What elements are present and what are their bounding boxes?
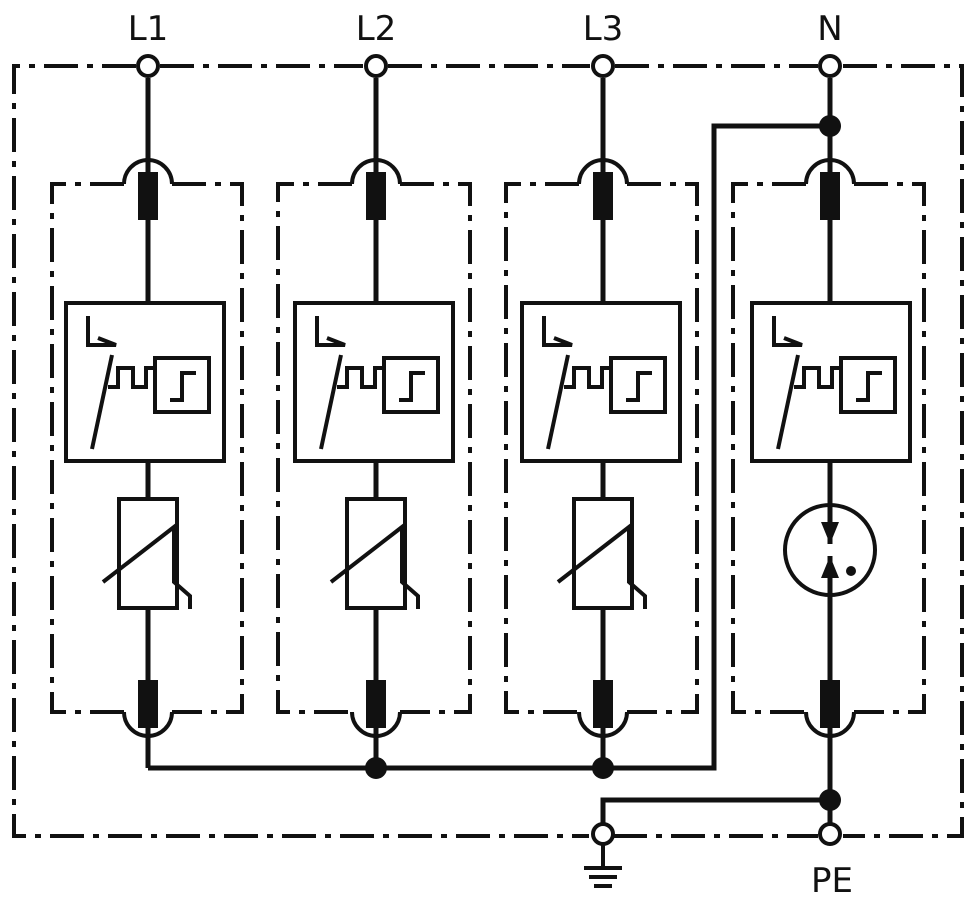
label-l1: L1 xyxy=(128,9,169,49)
label-pe: PE xyxy=(811,861,853,898)
fuse-bottom-l3 xyxy=(593,680,613,728)
common-busbar xyxy=(148,123,830,771)
module-n xyxy=(731,78,926,824)
module-l1 xyxy=(50,78,244,768)
module-l3 xyxy=(504,78,699,768)
fuse-bottom-l2 xyxy=(366,680,386,728)
terminal-earth xyxy=(591,822,615,846)
fuse-top-l2 xyxy=(366,172,386,220)
varistor-icon xyxy=(101,497,192,610)
terminal-l1 xyxy=(136,54,160,78)
spark-gap-icon xyxy=(783,503,877,597)
terminal-l2 xyxy=(364,54,388,78)
thermal-disconnector-icon xyxy=(520,301,682,463)
fuse-top-l1 xyxy=(138,172,158,220)
thermal-disconnector-icon xyxy=(750,301,912,463)
terminal-pe xyxy=(818,822,842,846)
label-l2: L2 xyxy=(356,9,397,49)
junction-l2 xyxy=(365,757,387,779)
module-l2 xyxy=(276,78,472,768)
terminal-n xyxy=(818,54,842,78)
fuse-bottom-n xyxy=(820,680,840,728)
earth-ground-icon xyxy=(584,844,622,888)
label-n: N xyxy=(817,9,842,49)
housing-outline xyxy=(12,64,964,838)
thermal-disconnector-icon xyxy=(293,301,455,463)
varistor-icon xyxy=(329,497,420,610)
fuse-top-l3 xyxy=(593,172,613,220)
thermal-disconnector-icon xyxy=(64,301,226,463)
fuse-bottom-l1 xyxy=(138,680,158,728)
varistor-icon xyxy=(556,497,647,610)
junction-pe xyxy=(819,789,841,811)
fuse-top-n xyxy=(820,172,840,220)
terminal-l3 xyxy=(591,54,615,78)
earth-link xyxy=(600,797,830,824)
junction-l3 xyxy=(592,757,614,779)
junction-n xyxy=(819,115,841,137)
label-l3: L3 xyxy=(583,9,624,49)
